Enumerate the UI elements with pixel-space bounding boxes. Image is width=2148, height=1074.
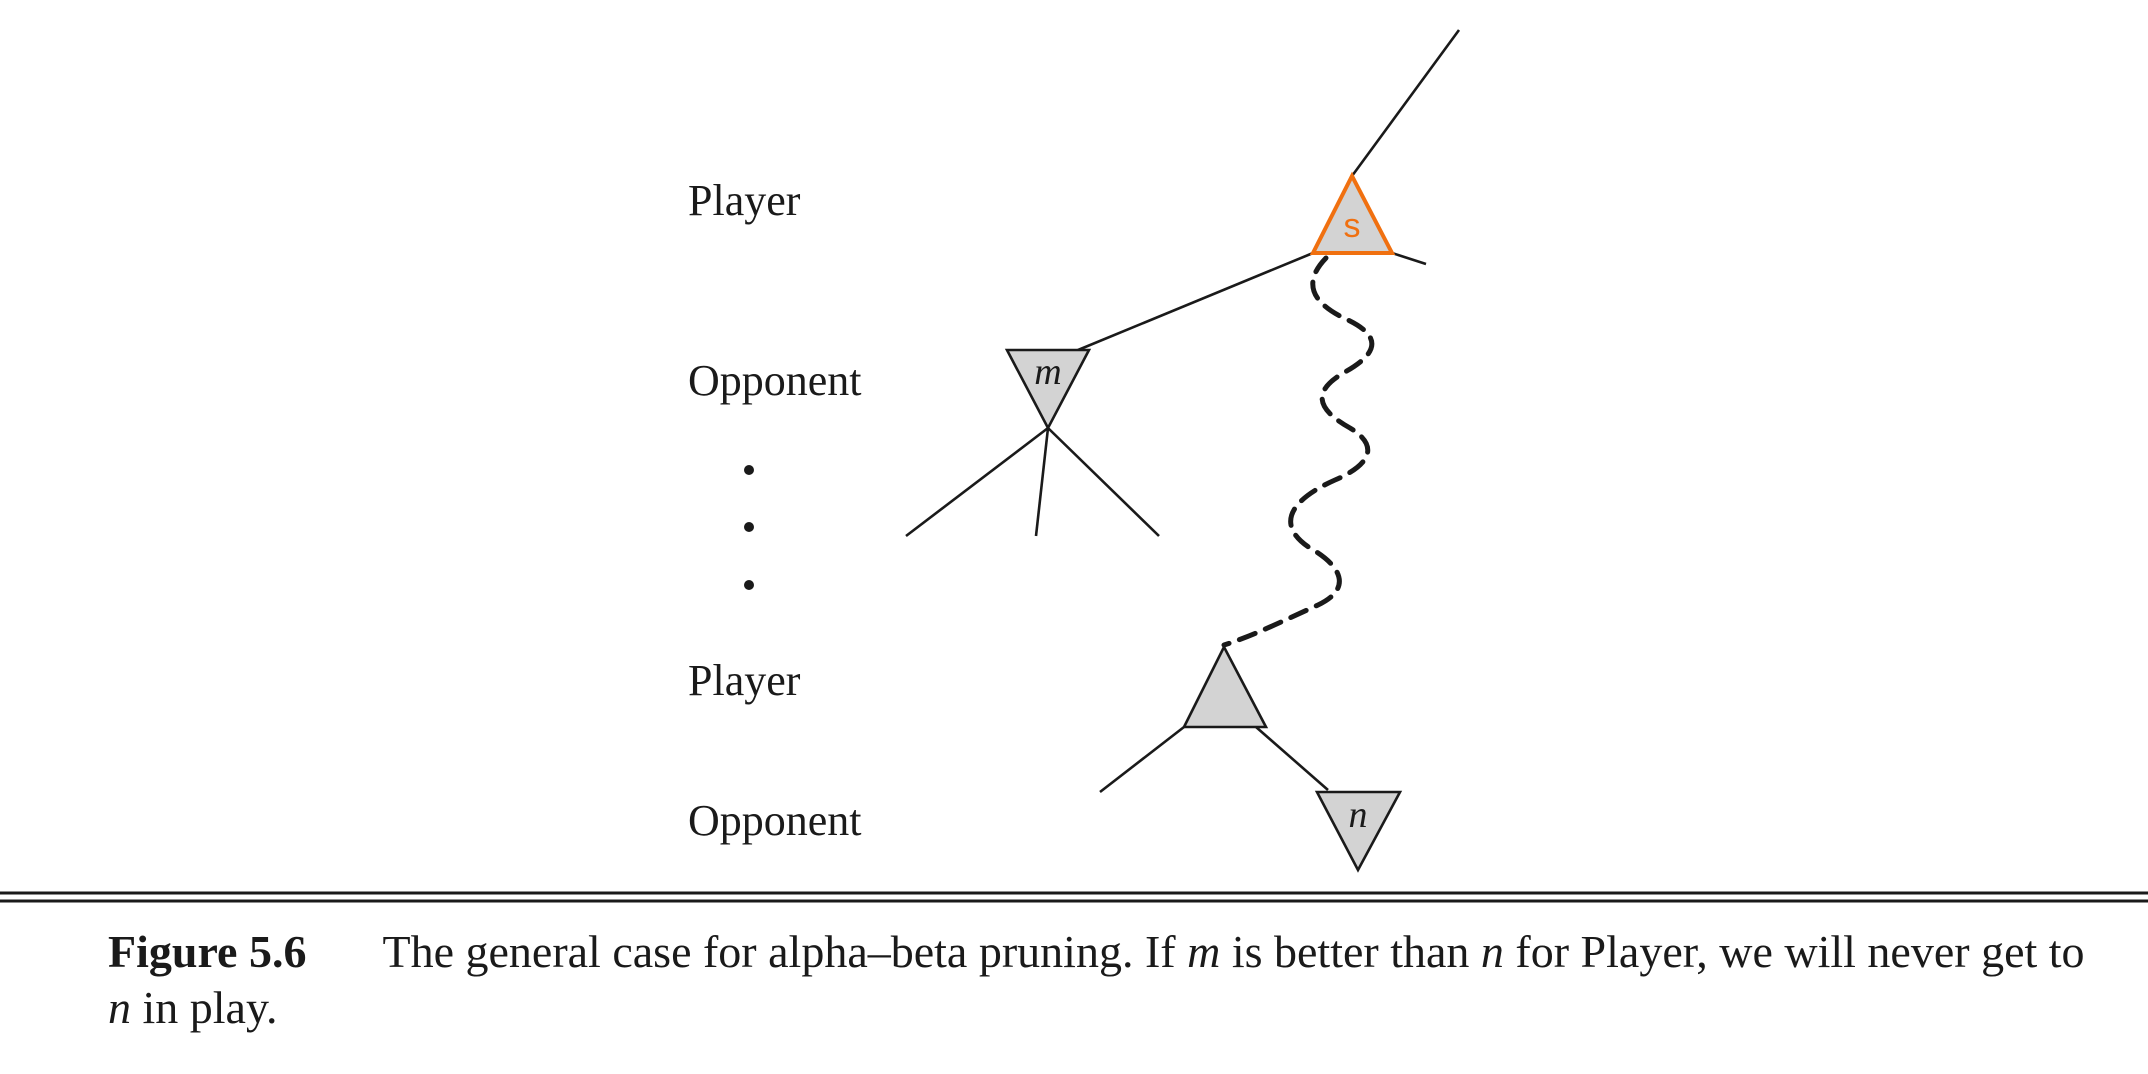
caption-text-1: The general case for alpha–beta pruning.… [382, 926, 1188, 977]
dashed-path-to-player [1221, 255, 1375, 648]
edge-player-to-n [1255, 726, 1329, 791]
node-m: m [1004, 348, 1092, 431]
ellipsis-dots [744, 465, 754, 590]
edge-root-to-m [1077, 251, 1314, 352]
edge-player-to-left-child [1099, 725, 1185, 794]
caption-var-n-second: n [108, 982, 131, 1033]
node-s: s [1309, 171, 1396, 255]
node-n: n [1314, 790, 1403, 873]
level-label-opponent-bottom: Opponent [688, 796, 862, 845]
caption-text-2: is better than [1220, 926, 1481, 977]
edge-m-child-left [905, 426, 1049, 538]
figure-caption: Figure 5.6 The general case for alpha–bet… [108, 924, 2088, 1036]
level-label-player-bottom: Player [688, 656, 801, 705]
node-n-label: n [1349, 794, 1368, 836]
caption-var-m: m [1187, 926, 1221, 977]
figure-label: Figure 5.6 [108, 926, 307, 977]
node-m-label: m [1034, 351, 1061, 393]
node-player-bottom [1181, 644, 1269, 729]
edge-m-child-right [1047, 427, 1160, 537]
edge-root-right-branch [1391, 251, 1427, 266]
edge-m-child-middle [1034, 427, 1050, 537]
edge-parent-to-root [1350, 29, 1461, 177]
node-s-label: s [1344, 207, 1361, 245]
caption-var-n: n [1480, 926, 1504, 977]
level-label-opponent-top: Opponent [688, 356, 862, 405]
caption-text-4: in play. [131, 982, 278, 1033]
caption-text-3: for Player, we will never get to [1503, 926, 2085, 977]
level-label-player-top: Player [688, 176, 801, 225]
